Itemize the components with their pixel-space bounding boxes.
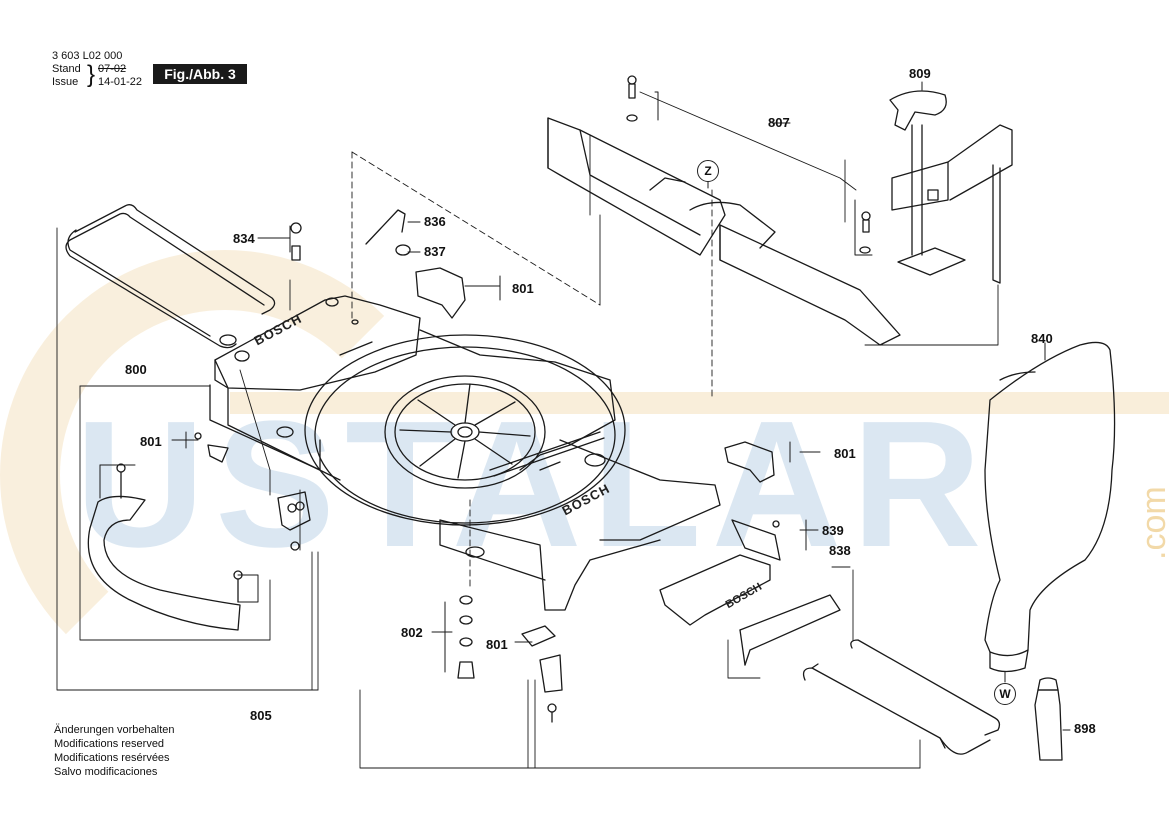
stand-date: 07-02 (98, 63, 127, 75)
dust-bag (984, 341, 1116, 673)
part-834: 834 (233, 231, 255, 246)
blade-guard-left (87, 444, 311, 631)
figure-label: Fig./Abb. 3 (153, 64, 247, 84)
note-line: Salvo modificaciones (54, 766, 158, 778)
watermark-orange-band (230, 392, 1169, 414)
doc-number: 3 603 L02 000 (52, 50, 123, 62)
part-809: 809 (909, 66, 931, 81)
part-801-left: 801 (140, 434, 162, 449)
note-line: Modifications reserved (54, 738, 165, 750)
grease-tube (1034, 677, 1063, 761)
workpiece-support (659, 519, 841, 666)
assembly-lines (56, 91, 999, 769)
extension-rod-right (802, 639, 1001, 755)
callout-z: Z (697, 160, 719, 182)
extension-rod-left (65, 204, 276, 349)
part-802: 802 (401, 625, 423, 640)
fence-left (547, 117, 726, 256)
part-805: 805 (250, 708, 272, 723)
vertical-clamp (889, 90, 1013, 284)
note-line: Änderungen vorbehalten (54, 724, 175, 736)
saw-base (209, 295, 721, 611)
part-801-right: 801 (834, 446, 856, 461)
part-836: 836 (424, 214, 446, 229)
watermark-text: USTALAR (75, 384, 992, 585)
part-837: 837 (424, 244, 446, 259)
modification-notes: Änderungen vorbehalten Modifications res… (54, 723, 174, 779)
stand-label: Stand (52, 63, 81, 75)
part-898: 898 (1074, 721, 1096, 736)
issue-date: 14-01-22 (98, 76, 143, 88)
part-807: 807 (768, 115, 790, 130)
part-839: 839 (822, 523, 844, 538)
part-838: 838 (829, 543, 851, 558)
part-801-bottom: 801 (486, 637, 508, 652)
part-840: 840 (1031, 331, 1053, 346)
brace-glyph: } (87, 61, 96, 88)
part-801-top: 801 (512, 281, 534, 296)
part-800: 800 (125, 362, 147, 377)
hardware-parts (116, 75, 871, 723)
issue-label: Issue (52, 76, 79, 88)
callout-w: W (994, 683, 1016, 705)
note-line: Modifications resérvées (54, 752, 170, 764)
callout-leaders (99, 81, 1071, 731)
